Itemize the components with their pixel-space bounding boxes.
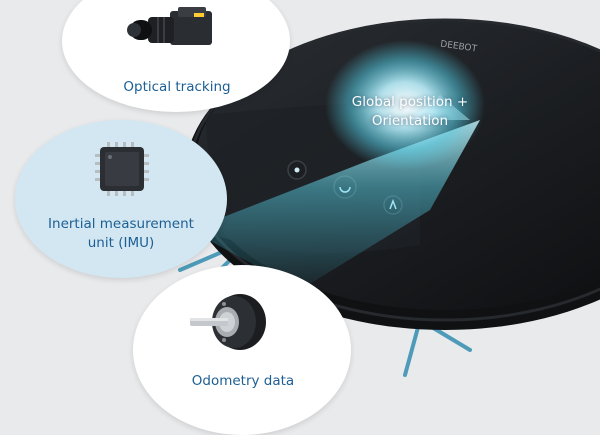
rotary-encoder-icon: [190, 294, 266, 350]
sensor-fusion-diagram: DEEBOT Optical tracking Inertial measure…: [15, 0, 600, 435]
camera-icon: [127, 7, 212, 45]
imu-chip-icon: [95, 142, 149, 196]
imu-label-line2: unit (IMU): [87, 235, 155, 251]
robot-vacuum-icon: [178, 18, 600, 377]
optical-tracking-label: Optical tracking: [123, 79, 231, 95]
odometry-label: Odometry data: [191, 373, 295, 389]
imu-bubble: [15, 120, 227, 278]
glow-highlight: [325, 40, 485, 170]
global-position-label-line2: Orientation: [371, 113, 449, 129]
imu-label-line1: Inertial measurement: [48, 216, 194, 232]
global-position-label-line1: Global position +: [351, 94, 469, 110]
